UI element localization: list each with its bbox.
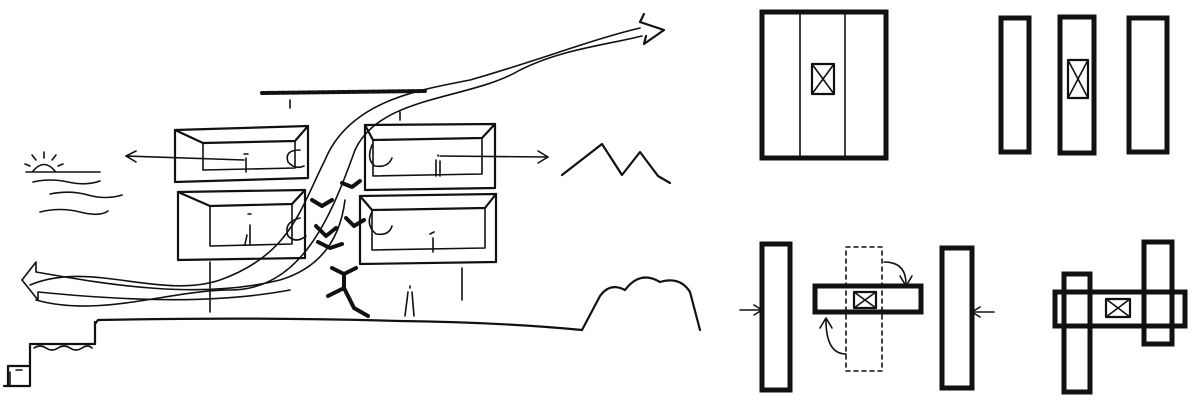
fin-mark <box>326 266 370 318</box>
rotation-arrow-icon <box>825 319 847 355</box>
sunset-icon <box>24 151 101 173</box>
mountains-icon <box>560 142 672 185</box>
person-figure <box>429 231 435 253</box>
view-arrow-left <box>125 150 245 163</box>
fin-mark <box>314 224 338 238</box>
core-box-icon <box>1104 297 1132 319</box>
terrain-line <box>93 276 702 332</box>
person-figure <box>244 213 252 245</box>
swirl-arrow-icon <box>286 149 305 169</box>
pool-icon <box>2 320 97 388</box>
section-sketch <box>2 12 702 388</box>
view-arrow-right <box>439 150 549 164</box>
person-figure <box>404 285 415 317</box>
left-volume-upper <box>173 124 310 184</box>
core-box-icon <box>810 62 836 96</box>
person-figure <box>435 154 441 177</box>
plan-cross-blocks <box>1052 239 1188 395</box>
roof-hatch <box>260 89 427 95</box>
right-volume-lower <box>358 192 498 266</box>
sea-waves <box>32 179 123 216</box>
left-volume-lower <box>176 188 307 262</box>
rotation-arrow-icon <box>883 261 907 285</box>
plan-single-block <box>759 9 889 161</box>
swirl-arrow-icon <box>368 144 393 168</box>
fin-mark <box>310 198 334 208</box>
plan-shifted-blocks <box>739 241 995 393</box>
fin-mark <box>344 216 366 228</box>
airflow-ribbon-lower <box>21 199 346 301</box>
core-box-icon <box>852 290 878 310</box>
swirl-arrow-icon <box>368 211 393 236</box>
fin-mark <box>316 240 344 250</box>
fin-mark <box>340 179 362 189</box>
plan-split-blocks <box>998 14 1170 156</box>
core-box-icon <box>1066 58 1090 100</box>
person-figure <box>243 153 249 173</box>
airflow-ribbon-upper <box>29 12 666 307</box>
swirl-arrow-icon <box>286 217 307 241</box>
